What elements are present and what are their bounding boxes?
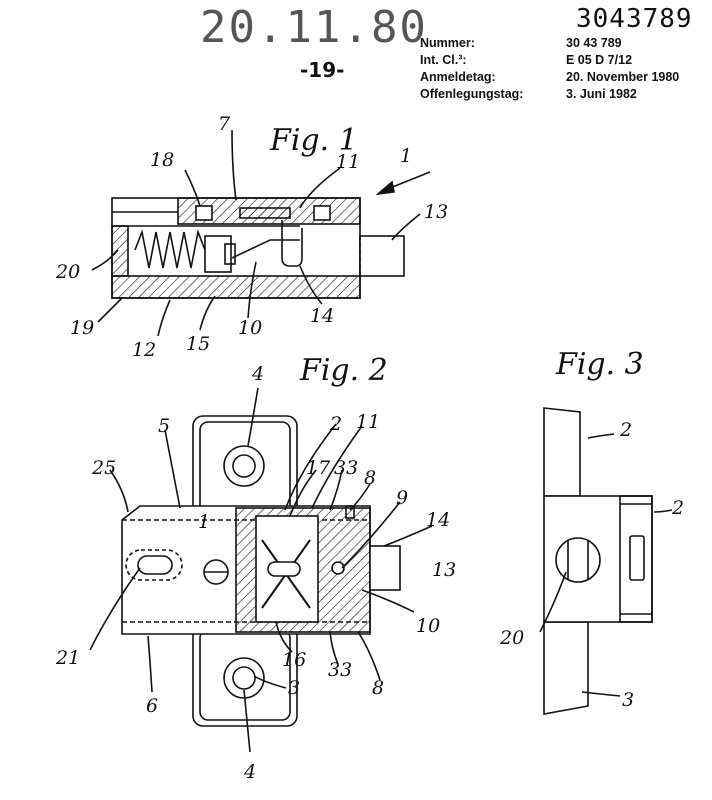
document-number: 3043789 (576, 4, 693, 34)
meta-row-intcl: Int. Cl.³: E 05 D 7/12 (420, 51, 712, 68)
fig1-bolt (231, 239, 300, 259)
fig1-title: Fig. 1 (269, 123, 358, 158)
bibliographic-data: Nummer: 30 43 789 Int. Cl.³: E 05 D 7/12… (420, 34, 712, 102)
fig3-label-3: 3 (622, 689, 634, 711)
meta-value: 3. Juni 1982 (566, 86, 637, 101)
fig1-label-1: 1 (400, 145, 412, 167)
fig1-screw-right (313, 205, 331, 221)
fig1-label-13: 13 (424, 201, 448, 223)
fig1-pin (359, 235, 405, 277)
fig3-title: Fig. 3 (555, 347, 644, 382)
fig2-label-11: 11 (356, 411, 380, 433)
fig2-label-9: 9 (396, 487, 408, 509)
fig2-label-5: 5 (158, 415, 170, 437)
figure-2 (89, 387, 433, 753)
fig2-label-1: 1 (198, 511, 210, 533)
fig2-label-25: 25 (91, 457, 116, 479)
fig1-bottom-wall (111, 275, 361, 299)
fig2-label-3: 3 (288, 677, 300, 699)
fig3-upper-leaf (543, 407, 581, 497)
fig3-label-20: 20 (499, 627, 524, 649)
fig2-screw-hole-top (223, 445, 265, 487)
fig2-label-21: 21 (55, 647, 80, 669)
fig1-label-14: 14 (310, 305, 334, 327)
fig1-label-12: 12 (132, 339, 156, 361)
fig2-label-33-bottom: 33 (328, 659, 352, 681)
fig2-label-16: 16 (282, 649, 306, 671)
meta-row-offenlegungstag: Offenlegungstag: 3. Juni 1982 (420, 85, 712, 102)
meta-value: E 05 D 7/12 (566, 52, 633, 67)
meta-label: Nummer: (420, 35, 475, 50)
meta-label: Int. Cl.³: (420, 52, 467, 67)
fig2-label-4-top: 4 (251, 363, 264, 385)
fig3-label-2-right: 2 (671, 497, 684, 519)
meta-row-nummer: Nummer: 30 43 789 (420, 34, 712, 51)
figure-1 (91, 129, 431, 337)
page-marker: -19- (300, 58, 345, 82)
meta-row-anmeldetag: Anmeldetag: 20. November 1980 (420, 68, 712, 85)
fig3-lower-leaf (543, 621, 589, 715)
meta-value: 30 43 789 (566, 35, 622, 50)
fig1-label-18: 18 (150, 149, 174, 171)
fig1-label-20: 20 (55, 261, 80, 283)
meta-label: Anmeldetag: (420, 69, 496, 84)
fig1-label-10: 10 (238, 317, 262, 339)
fig3-label-2-top: 2 (619, 419, 632, 441)
fig1-spring (134, 229, 206, 269)
fig1-plunger (204, 235, 232, 273)
fig2-title: Fig. 2 (299, 353, 388, 388)
fig2-shaft (369, 545, 401, 591)
fig1-hook (281, 220, 303, 267)
fig1-screw-left (195, 205, 213, 221)
fig2-label-14: 14 (426, 509, 450, 531)
fig1-label-7: 7 (218, 113, 231, 135)
fig2-label-4-bottom: 4 (243, 761, 256, 783)
fig3-screw (555, 537, 601, 583)
fig2-label-10: 10 (416, 615, 440, 637)
fig2-label-13: 13 (432, 559, 456, 581)
fig1-label-11: 11 (336, 151, 360, 173)
fig2-label-33-top: 33 (334, 457, 358, 479)
fig2-label-6: 6 (146, 695, 158, 717)
meta-label: Offenlegungstag: (420, 86, 524, 101)
stamp-date: 20.11.80 (200, 2, 428, 53)
fig1-label-19: 19 (70, 317, 94, 339)
fig2-label-8-bottom: 8 (372, 677, 384, 699)
fig2-label-2: 2 (329, 413, 342, 435)
meta-value: 20. November 1980 (566, 69, 680, 84)
fig2-label-17: 17 (306, 457, 331, 479)
fig1-left-end (111, 225, 129, 277)
fig1-label-15: 15 (186, 333, 210, 355)
fig2-label-8-top: 8 (364, 467, 376, 489)
figure-3 (539, 407, 673, 715)
